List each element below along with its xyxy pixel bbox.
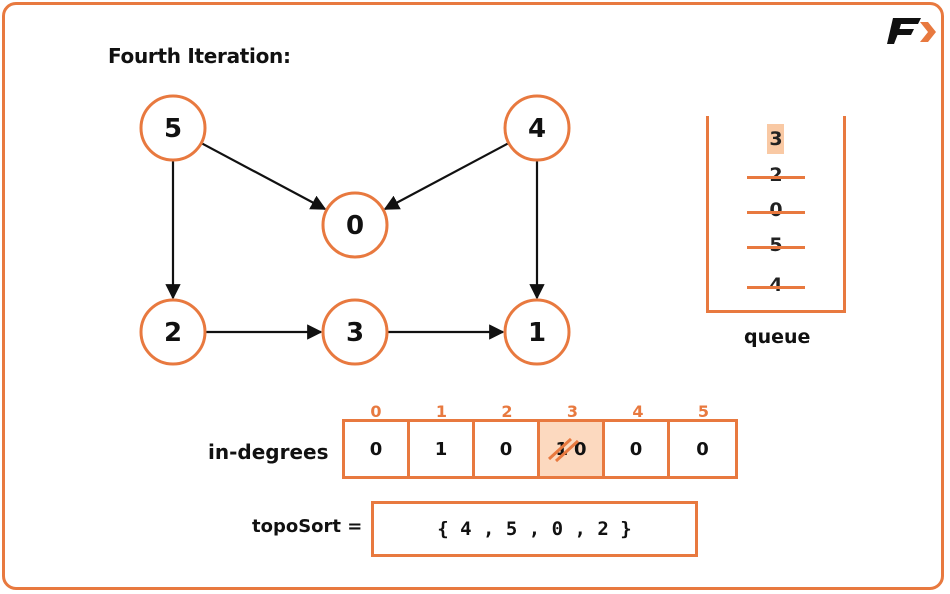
queue-item: 2 — [769, 164, 783, 186]
in-degree-value: 1 — [434, 438, 448, 460]
in-degree-cell: 10 — [540, 422, 605, 476]
in-degree-cell: 0 — [605, 422, 670, 476]
queue-item: 5 — [769, 234, 783, 256]
in-degrees-label: in-degrees — [208, 440, 329, 464]
in-degree-index: 4 — [632, 402, 644, 421]
brand-logo-icon — [887, 18, 936, 44]
node-3: 3 — [321, 298, 389, 366]
node-label: 4 — [528, 114, 546, 144]
queue-container — [706, 116, 846, 313]
node-label: 5 — [164, 114, 182, 144]
edge-4-to-0 — [383, 142, 510, 210]
in-degree-index: 5 — [697, 402, 710, 421]
queue-strike-line — [747, 286, 805, 289]
queue-strike-line — [747, 211, 805, 214]
in-degree-value: 0 — [574, 438, 587, 460]
in-degree-cell: 0 — [345, 422, 410, 476]
node-label: 0 — [346, 211, 364, 241]
in-degree-index: 0 — [370, 402, 382, 421]
in-degree-cell: 0 — [670, 422, 735, 476]
in-degree-cell: 1 — [410, 422, 475, 476]
queue-label: queue — [744, 326, 811, 348]
node-1: 1 — [503, 298, 571, 366]
node-5: 5 — [139, 94, 207, 162]
queue-item: 3 — [769, 128, 783, 150]
in-degree-value: 0 — [696, 438, 709, 460]
node-label: 2 — [164, 318, 182, 348]
node-label: 1 — [528, 318, 546, 348]
previous-in-degree: 1 — [548, 437, 580, 462]
edge-5-to-0 — [200, 142, 327, 210]
node-0: 0 — [321, 191, 389, 259]
toposort-label: topoSort = — [252, 516, 363, 537]
in-degree-value: 0 — [629, 438, 643, 460]
queue-item: 0 — [769, 199, 783, 221]
in-degrees-array: 0101000 — [342, 419, 738, 479]
in-degree-index: 3 — [566, 402, 579, 421]
in-degree-index: 1 — [435, 402, 448, 421]
node-2: 2 — [139, 298, 207, 366]
node-4: 4 — [503, 94, 571, 162]
in-degree-value: 0 — [369, 438, 383, 460]
queue-strike-line — [747, 246, 805, 249]
node-label: 3 — [346, 318, 364, 348]
toposort-result: { 4 , 5 , 0 , 2 } — [371, 501, 698, 557]
iteration-title: Fourth Iteration: — [108, 44, 291, 68]
in-degree-index: 2 — [501, 402, 513, 421]
strike-slash-icon — [548, 437, 580, 462]
queue-current-highlight — [767, 124, 784, 154]
in-degree-value: 0 — [499, 438, 513, 460]
in-degree-cell: 0 — [475, 422, 540, 476]
queue-item: 4 — [769, 274, 783, 296]
queue-strike-line — [747, 176, 805, 179]
